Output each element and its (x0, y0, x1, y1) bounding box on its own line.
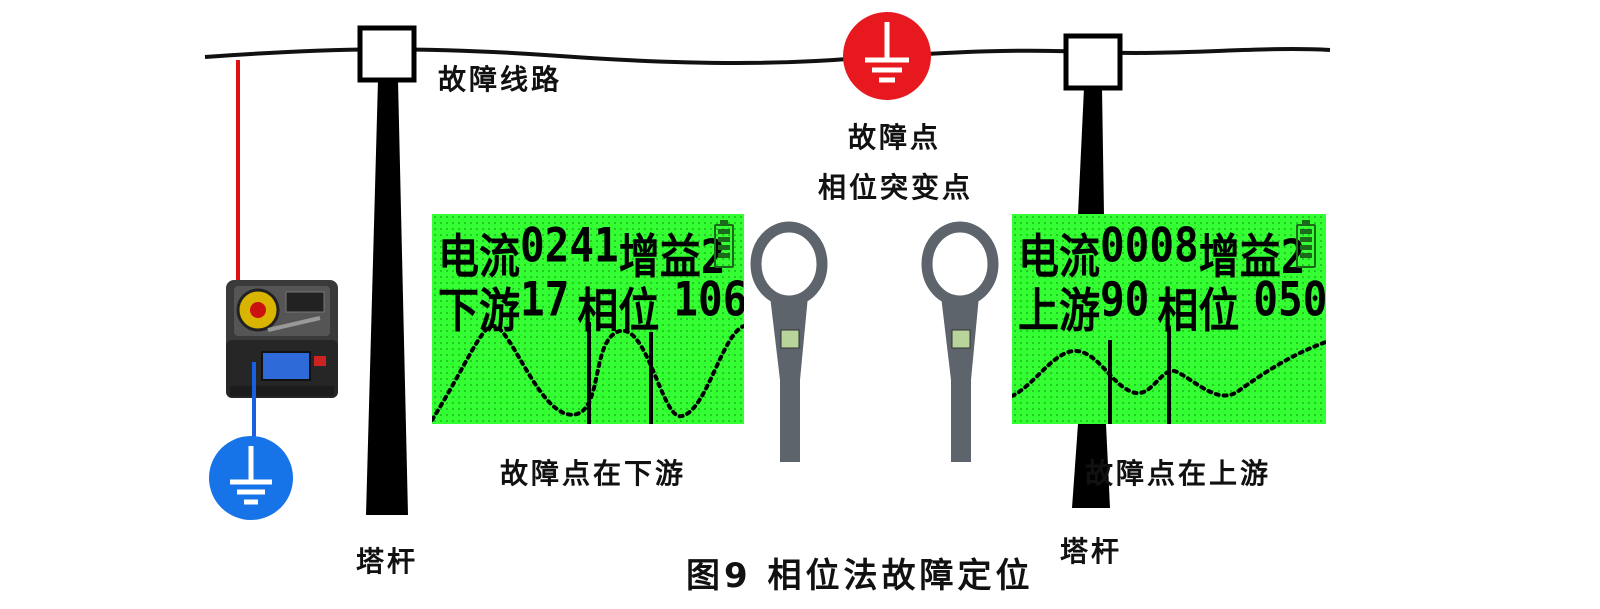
direction-label: 下游 (438, 283, 520, 339)
phase-value: 106 (673, 272, 744, 328)
tower-label-right: 塔杆 (1060, 535, 1123, 568)
current-label: 电流 (1018, 229, 1100, 285)
direction-value: 90 (1100, 272, 1150, 328)
tower-label-left: 塔杆 (356, 545, 419, 578)
lcd-row-direction-left: 下游 17 相位 106 (438, 272, 744, 341)
gain-label: 增益2 (618, 229, 726, 285)
insulator-box-left (357, 25, 417, 83)
upstream-caption: 故障点在上游 (1085, 457, 1272, 490)
battery-icon (1296, 220, 1316, 268)
phase-label: 相位 (1157, 283, 1240, 339)
fault-ground-icon (843, 12, 931, 100)
waveform-left (432, 322, 744, 424)
phase-value: 050 (1253, 272, 1326, 328)
clamp-meter-right (921, 221, 999, 462)
current-value: 0241 (520, 218, 619, 274)
waveform-right (1012, 326, 1326, 424)
gain-label: 增益2 (1198, 229, 1306, 285)
figure-caption: 图9 相位法故障定位 (686, 556, 1034, 596)
fault-locator-device (226, 280, 338, 398)
lcd-row-current-left: 电流 0241 增益2 (438, 218, 725, 287)
lcd-screen-right: 电流 0008 增益2 上游 90 相位 050 (1012, 214, 1326, 424)
fault-line-wire (204, 47, 1331, 65)
direction-label: 上游 (1018, 283, 1100, 339)
clamp-meter-left (750, 221, 828, 462)
direction-value: 17 (520, 272, 570, 328)
fault-line-label: 故障线路 (438, 63, 563, 96)
phase-jump-label: 相位突变点 (818, 171, 974, 204)
tower-pole-right-lower (1072, 424, 1110, 508)
insulator-box-right (1063, 33, 1123, 91)
lcd-screen-left: 电流 0241 增益2 下游 17 相位 106 (432, 214, 744, 424)
lcd-row-current-right: 电流 0008 增益2 (1018, 218, 1305, 287)
tower-pole-right-upper (1078, 88, 1104, 215)
current-label: 电流 (438, 229, 520, 285)
battery-icon (714, 220, 734, 268)
fault-point-label: 故障点 (848, 121, 942, 154)
lcd-row-direction-right: 上游 90 相位 050 (1018, 272, 1326, 341)
current-value: 0008 (1100, 218, 1199, 274)
ground-icon (209, 436, 293, 520)
tower-pole-left (366, 80, 408, 515)
downstream-caption: 故障点在下游 (500, 457, 687, 490)
